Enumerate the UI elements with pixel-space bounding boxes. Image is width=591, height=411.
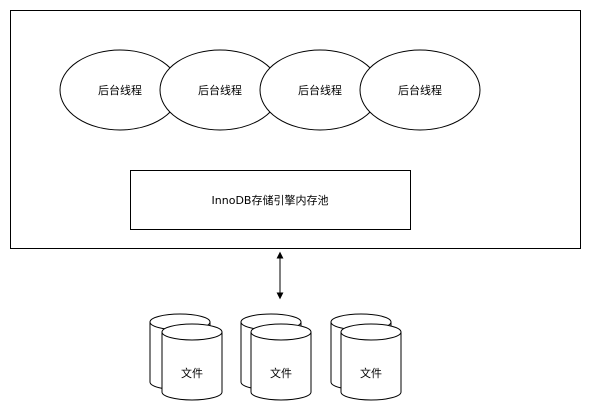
background-thread-node: 后台线程 — [59, 49, 181, 131]
background-thread-node: 后台线程 — [359, 49, 481, 131]
file-group: 文件 — [330, 313, 402, 401]
buffer-pool-label: InnoDB存储引擎内存池 — [212, 193, 329, 207]
buffer-pool-box — [130, 170, 411, 230]
file-label: 文件 — [270, 366, 292, 380]
file-group: 文件 — [149, 313, 223, 401]
background-thread-label: 后台线程 — [198, 83, 242, 97]
background-thread-ellipse — [359, 49, 481, 131]
file-label: 文件 — [181, 366, 203, 380]
file-cylinder-front — [161, 323, 223, 401]
background-thread-label: 后台线程 — [398, 83, 442, 97]
background-thread-label: 后台线程 — [98, 83, 142, 97]
file-group: 文件 — [240, 313, 312, 401]
background-thread-node: 后台线程 — [259, 49, 381, 131]
file-label: 文件 — [360, 366, 382, 380]
buffer-pool-node: InnoDB存储引擎内存池 — [130, 170, 411, 230]
background-thread-label: 后台线程 — [298, 83, 342, 97]
file-cylinder-front — [250, 323, 312, 401]
file-cylinder-front — [340, 323, 402, 401]
